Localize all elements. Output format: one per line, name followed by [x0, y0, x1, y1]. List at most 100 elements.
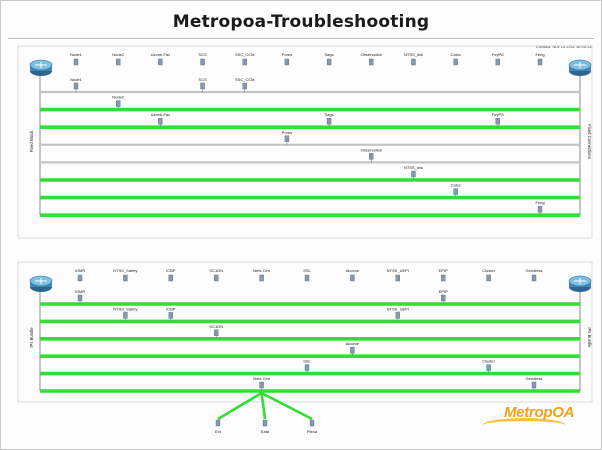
router-left-icon-arrows	[35, 62, 47, 68]
header-node-icon[interactable]	[350, 274, 355, 282]
header-node-label: SSC_CCM	[235, 52, 255, 57]
header-node-label: Cluster	[482, 268, 495, 273]
header-node-icon[interactable]	[369, 58, 374, 66]
page-title: Metropoa-Troubleshooting	[172, 12, 430, 32]
header-node-icon[interactable]	[411, 58, 416, 66]
panel-border	[17, 261, 593, 403]
row-node-icon[interactable]	[411, 170, 416, 178]
header-node-label: EPIP	[439, 268, 448, 273]
row-node-icon[interactable]	[495, 117, 501, 125]
header-node-label: Feng	[535, 52, 544, 57]
row-node-label: EPIP	[439, 289, 448, 294]
row-node-label: FeyPS	[492, 112, 504, 117]
row-node-icon[interactable]	[453, 188, 458, 195]
header-node-icon[interactable]	[242, 58, 247, 66]
row-node-icon[interactable]	[441, 294, 446, 302]
row-node-label: Observation	[360, 147, 382, 152]
created-timestamp: Created: Nov 14 2011 10:05:13	[536, 44, 592, 49]
panel-border	[17, 45, 593, 239]
branch-link-line[interactable]	[217, 391, 263, 421]
header-node-icon[interactable]	[259, 274, 264, 282]
header-node-label: IOMR	[75, 268, 86, 273]
header-node-icon[interactable]	[441, 274, 446, 282]
row-node-icon[interactable]	[158, 117, 163, 125]
header-node-icon[interactable]	[537, 58, 543, 66]
metropoa-logo: MetropOA	[504, 404, 575, 421]
row-node-label: Gendless	[526, 376, 543, 381]
header-node-icon[interactable]	[168, 274, 174, 282]
branch-node-label: Ptexa	[307, 429, 318, 434]
row-node-icon[interactable]	[304, 364, 310, 371]
header-node-icon[interactable]	[123, 274, 128, 282]
branch-link-line[interactable]	[260, 392, 267, 420]
branch-link-line[interactable]	[261, 391, 313, 421]
row-node-label: NTSS_link	[404, 165, 423, 170]
row-node-label: Calcs	[451, 183, 461, 188]
branch-node-icon[interactable]	[262, 419, 268, 427]
row-node-label: IOMR	[75, 289, 86, 294]
row-node-icon[interactable]	[213, 329, 219, 336]
row-node-icon[interactable]	[284, 135, 290, 143]
row-node-icon[interactable]	[369, 153, 374, 160]
row-node-label: SCS	[198, 77, 207, 82]
header-node-label: Alcome	[346, 268, 360, 273]
header-node-icon[interactable]	[531, 274, 537, 282]
header-node-icon[interactable]	[326, 58, 332, 66]
branch-node-label: Ext	[215, 429, 222, 434]
row-node-label: SC1DN	[209, 324, 223, 329]
header-node-icon[interactable]	[200, 58, 205, 66]
side-label-right: IPs Bundle	[587, 327, 592, 348]
row-node-icon[interactable]	[395, 312, 400, 319]
header-node-icon[interactable]	[115, 58, 121, 66]
row-node-label: Pores	[282, 130, 292, 135]
row-node-icon[interactable]	[350, 347, 355, 354]
header-node-icon[interactable]	[284, 58, 290, 66]
logo-swoosh	[482, 418, 566, 433]
header-node-icon[interactable]	[395, 274, 400, 282]
row-node-icon[interactable]	[77, 294, 83, 302]
title-divider	[8, 38, 594, 39]
header-node-label: NTSS_link	[404, 52, 423, 57]
header-node-label: SC1DN	[209, 268, 223, 273]
header-node-icon[interactable]	[77, 274, 83, 282]
row-node-icon[interactable]	[73, 82, 79, 90]
row-node-icon[interactable]	[326, 117, 332, 125]
header-node-icon[interactable]	[213, 274, 219, 282]
row-node-label: SSL	[303, 359, 311, 364]
row-node-label: Alcome	[346, 341, 360, 346]
row-node-label: Feng	[535, 200, 544, 205]
header-node-icon[interactable]	[73, 58, 79, 66]
row-node-icon[interactable]	[115, 100, 121, 107]
header-node-label: SSL	[303, 268, 311, 273]
row-node-icon[interactable]	[537, 205, 543, 213]
row-node-icon[interactable]	[242, 82, 247, 90]
row-node-icon[interactable]	[168, 312, 174, 319]
row-node-label: Uzone-Fax	[151, 112, 171, 117]
row-node-label: Node2	[112, 95, 125, 100]
row-node-label: ICBP	[166, 306, 176, 311]
row-node-label: Node1	[70, 77, 83, 82]
header-node-icon[interactable]	[495, 58, 501, 66]
header-node-label: Uzone-Fax	[151, 52, 171, 57]
branch-node-icon[interactable]	[309, 419, 315, 427]
header-node-label: Calcs	[451, 52, 461, 57]
row-node-icon[interactable]	[486, 364, 491, 371]
header-node-icon[interactable]	[158, 58, 163, 66]
header-node-label: Node2	[112, 52, 125, 57]
row-node-icon[interactable]	[123, 312, 128, 319]
row-node-icon[interactable]	[200, 82, 205, 90]
header-node-icon[interactable]	[486, 274, 491, 282]
header-node-label: NTSS_UEPI	[387, 268, 409, 273]
branch-node-icon[interactable]	[215, 419, 221, 427]
row-node-icon[interactable]	[259, 381, 264, 389]
header-node-label: Observation	[360, 52, 382, 57]
header-node-icon[interactable]	[304, 274, 310, 282]
header-node-label: Pores	[282, 52, 292, 57]
row-node-icon[interactable]	[531, 381, 537, 389]
branch-node-label: Eata	[261, 429, 270, 434]
header-node-label: Node1	[70, 52, 83, 57]
header-node-icon[interactable]	[453, 58, 458, 66]
side-label-left: Fixed Block	[29, 130, 34, 153]
header-node-label: SCS	[198, 52, 207, 57]
